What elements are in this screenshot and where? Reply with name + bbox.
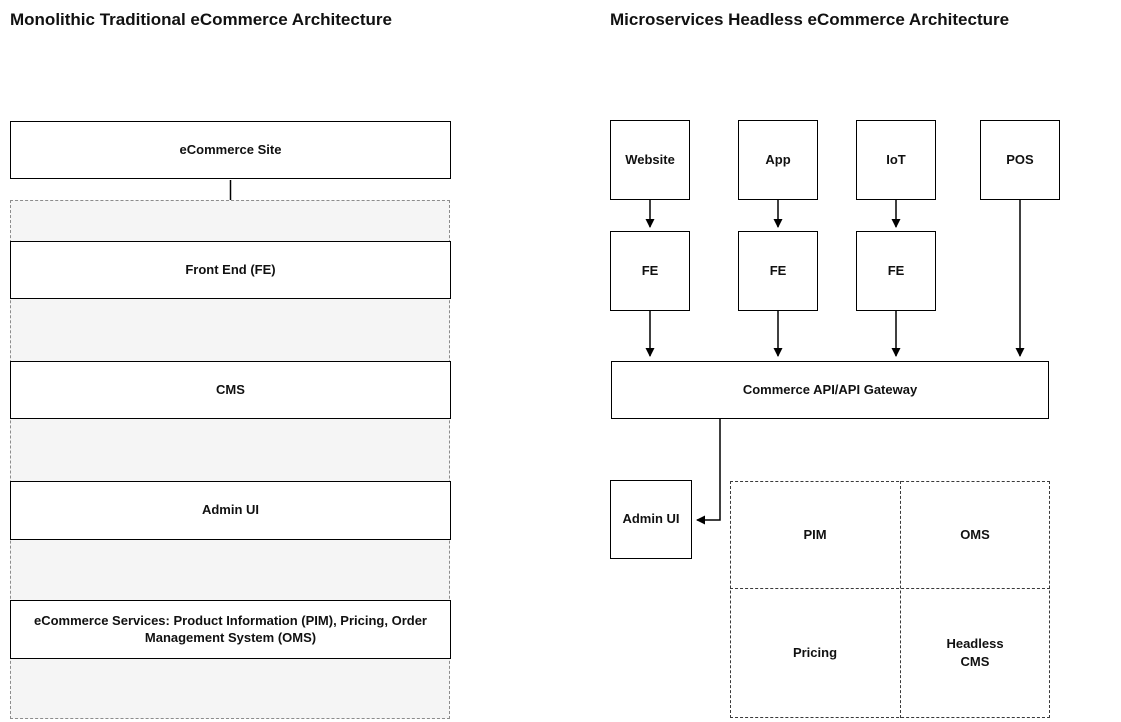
grid-cell-pricing-label: Pricing	[792, 645, 838, 661]
services-grid-horizontal-divider	[730, 588, 1050, 589]
grid-cell-pricing: Pricing	[730, 588, 900, 718]
grid-cell-pim-label: PIM	[803, 526, 827, 542]
node-ecommerce-services: eCommerce Services: Product Information …	[10, 600, 451, 659]
right-diagram-title: Microservices Headless eCommerce Archite…	[610, 10, 1010, 29]
grid-cell-headless-cms: Headless CMS	[900, 588, 1050, 718]
left-diagram-title: Monolithic Traditional eCommerce Archite…	[10, 10, 392, 29]
node-admin-ui-micro: Admin UI	[610, 480, 692, 559]
node-fe-app: FE	[738, 231, 818, 311]
node-api-gateway: Commerce API/API Gateway	[611, 361, 1049, 419]
arrow-gateway-to-admin-ui	[696, 419, 721, 525]
node-fe-iot: FE	[856, 231, 936, 311]
node-app: App	[738, 120, 818, 200]
node-cms: CMS	[10, 361, 451, 419]
grid-cell-oms-label: OMS	[960, 526, 990, 542]
node-fe-website: FE	[610, 231, 690, 311]
node-pos: POS	[980, 120, 1060, 200]
services-grid-vertical-divider	[900, 481, 901, 718]
grid-cell-oms: OMS	[900, 481, 1050, 588]
services-grid	[730, 481, 1050, 718]
node-iot: IoT	[856, 120, 936, 200]
node-ecommerce-site: eCommerce Site	[10, 121, 451, 179]
node-admin-ui-monolith: Admin UI	[10, 481, 451, 540]
grid-cell-pim: PIM	[730, 481, 900, 588]
node-website: Website	[610, 120, 690, 200]
grid-cell-headless-cms-label: Headless CMS	[946, 636, 1004, 669]
node-front-end: Front End (FE)	[10, 241, 451, 299]
